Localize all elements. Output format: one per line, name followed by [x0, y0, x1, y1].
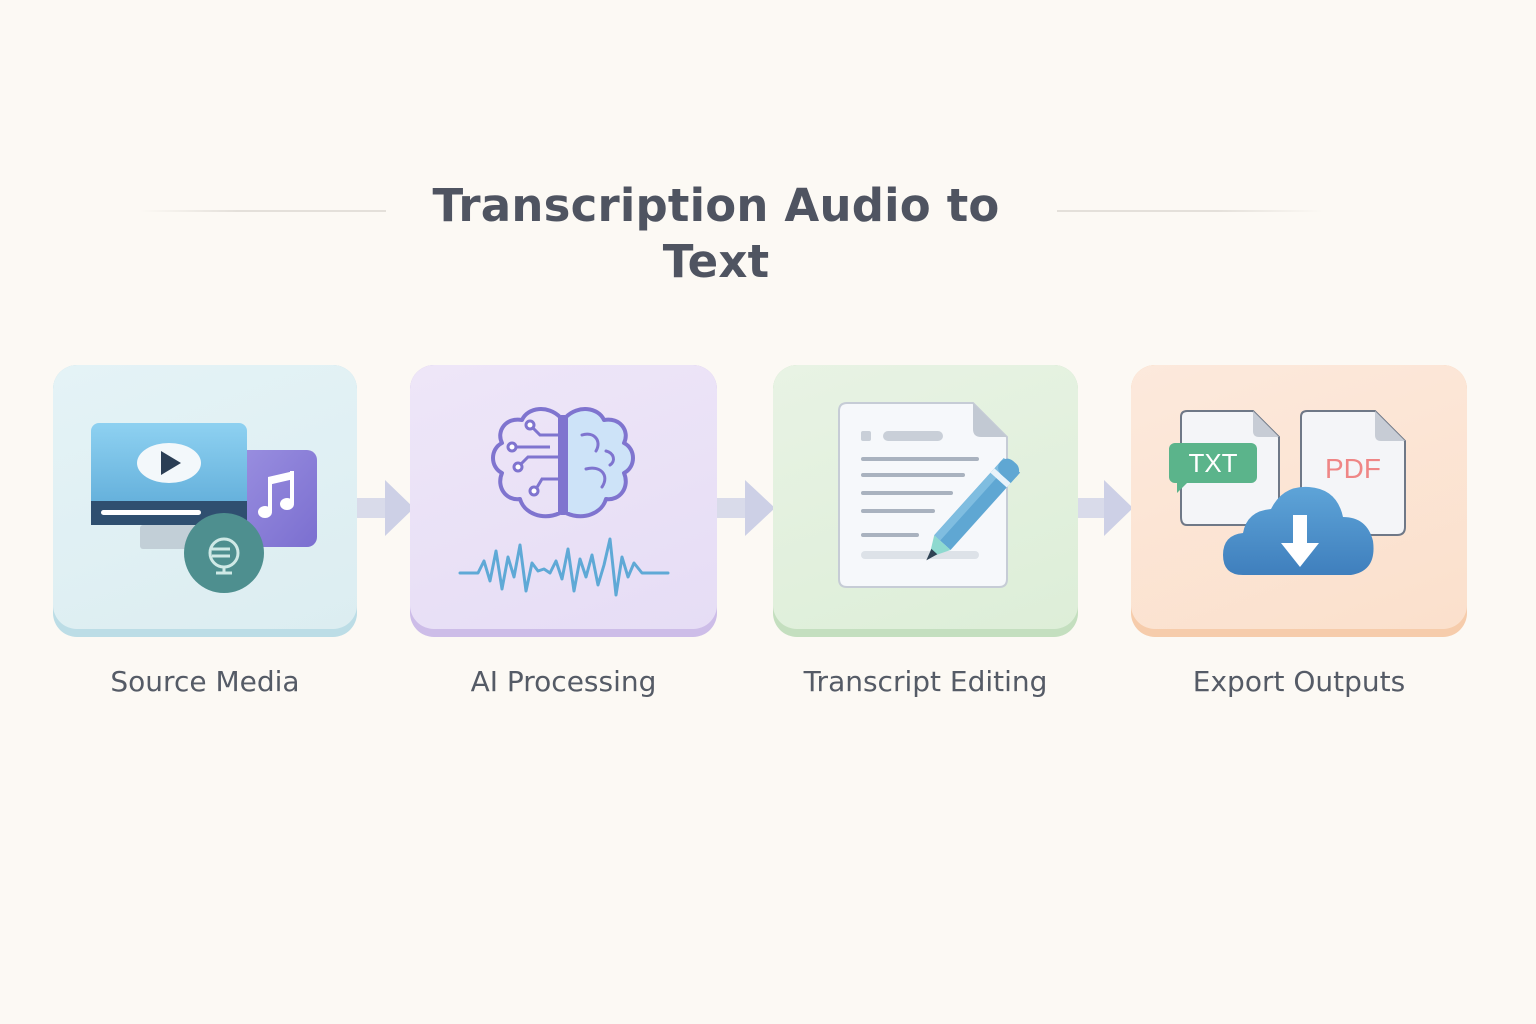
- arrow-right-icon: [357, 480, 414, 536]
- step-card-transcript-editing: [773, 365, 1078, 637]
- format-label-pdf: PDF: [1325, 453, 1381, 484]
- title-divider-left: [140, 210, 386, 212]
- arrow-right-icon: [717, 480, 775, 536]
- step-label-export-outputs: Export Outputs: [1192, 665, 1406, 698]
- step-label-transcript-editing: Transcript Editing: [803, 665, 1048, 698]
- format-badge-txt: TXT: [1188, 448, 1238, 478]
- export-files-cloud-icon: [1169, 410, 1406, 575]
- step-card-ai-processing: [410, 365, 717, 637]
- step-label-ai-processing: AI Processing: [470, 665, 657, 698]
- step-card-export-outputs: TXT PDF: [1131, 365, 1467, 637]
- title-row: Transcription Audio to Text: [0, 178, 1536, 288]
- step-label-source-media: Source Media: [110, 665, 300, 698]
- arrow-right-icon: [1078, 480, 1133, 536]
- document-pencil-icon: [838, 402, 1021, 588]
- title-divider-right: [1057, 210, 1323, 212]
- brain-waveform-icon: [458, 407, 670, 597]
- diagram-title: Transcription Audio to Text: [432, 179, 1000, 288]
- step-card-source-media: [53, 365, 357, 637]
- media-collage-icon: [91, 423, 317, 593]
